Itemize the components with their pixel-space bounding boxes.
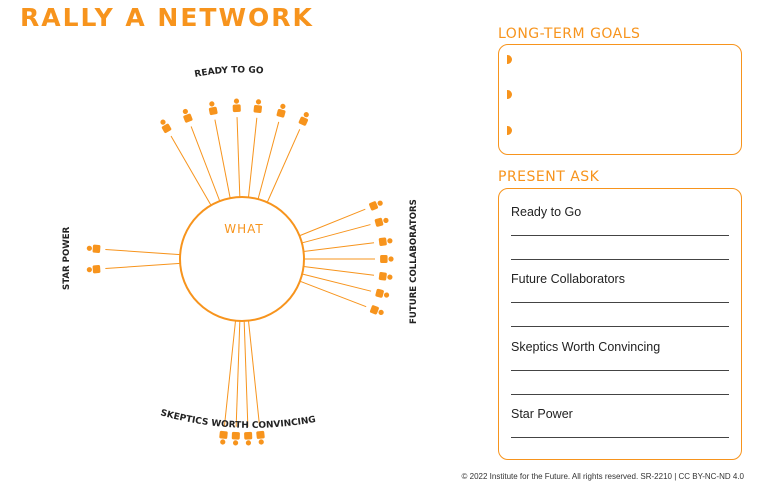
long-term-goals-box[interactable]	[498, 44, 742, 155]
answer-line	[511, 259, 729, 260]
connector-line	[299, 280, 367, 308]
ready-to-go-person-icon	[160, 119, 172, 134]
connector-lines	[105, 117, 375, 427]
center-circle	[179, 196, 305, 322]
ask-item-skeptics[interactable]: Skeptics Worth Convincing	[511, 340, 729, 395]
copyright-footer: © 2022 Institute for the Future. All rig…	[461, 472, 744, 481]
ask-item-label: Star Power	[511, 407, 573, 421]
star-power-person-icon	[86, 244, 101, 253]
people-icons	[86, 98, 394, 446]
skeptic-person-icon	[256, 430, 265, 445]
goal-bullet-icon	[507, 126, 512, 135]
connector-line	[247, 320, 261, 427]
connector-line	[235, 320, 241, 427]
answer-line	[511, 326, 729, 327]
ask-item-future-collaborators[interactable]: Future Collaborators	[511, 272, 729, 327]
group-label-star-power: STAR POWER	[62, 226, 72, 290]
connector-line	[214, 119, 231, 199]
connector-line	[266, 129, 301, 203]
connector-line	[170, 135, 212, 206]
future-collaborator-person-icon	[369, 200, 383, 211]
answer-line	[511, 302, 729, 303]
ready-to-go-person-icon	[232, 98, 241, 113]
ask-item-label: Skeptics Worth Convincing	[511, 340, 661, 354]
future-collaborator-person-icon	[375, 288, 390, 298]
center-label: WHAT	[224, 222, 264, 236]
star-power-person-icon	[86, 265, 101, 274]
skeptic-person-icon	[231, 431, 240, 446]
ready-to-go-person-icon	[208, 101, 218, 116]
group-label-skeptics: SKEPTICS WORTH CONVINCING	[159, 408, 316, 431]
goal-bullet-icon	[507, 90, 512, 99]
connector-line	[236, 117, 241, 198]
connector-line	[303, 266, 375, 276]
answer-line	[511, 394, 729, 395]
group-label-future-collaborators: FUTURE COLLABORATORS	[409, 199, 419, 324]
ready-to-go-person-icon	[182, 108, 193, 123]
connector-line	[243, 320, 249, 427]
goal-bullet-icon	[507, 55, 512, 64]
skeptic-person-icon	[244, 431, 253, 446]
future-collaborator-person-icon	[378, 272, 393, 281]
ask-item-ready-to-go[interactable]: Ready to Go	[511, 205, 729, 260]
ready-to-go-person-icon	[298, 112, 309, 126]
ask-item-star-power[interactable]: Star Power	[511, 407, 729, 438]
ready-to-go-person-icon	[276, 103, 286, 118]
connector-line	[223, 320, 237, 427]
connector-line	[301, 224, 371, 244]
answer-line	[511, 437, 729, 438]
connector-line	[302, 273, 372, 292]
future-collaborator-person-icon	[380, 255, 394, 263]
present-ask-box: Ready to Go Future Collaborators Skeptic…	[498, 188, 742, 460]
ready-to-go-person-icon	[253, 99, 262, 113]
present-ask-label: PRESENT ASK	[498, 169, 600, 185]
ask-item-label: Future Collaborators	[511, 272, 625, 286]
ask-item-label: Ready to Go	[511, 205, 582, 219]
future-collaborator-person-icon	[369, 305, 384, 315]
future-collaborator-person-icon	[378, 237, 393, 246]
skeptic-person-icon	[219, 430, 228, 445]
connector-line	[105, 262, 181, 270]
answer-line	[511, 370, 729, 371]
group-label-ready-to-go: READY TO GO	[194, 65, 264, 79]
future-collaborator-person-icon	[374, 217, 389, 227]
network-diagram: WHAT READY TO GO SKEPTICS WORTH CONVINCI…	[62, 65, 419, 446]
connector-line	[299, 208, 366, 237]
connector-line	[303, 242, 375, 252]
connector-line	[105, 248, 181, 256]
long-term-goals-label: LONG-TERM GOALS	[498, 26, 641, 42]
connector-line	[257, 121, 280, 200]
connector-line	[247, 117, 258, 198]
connector-line	[190, 126, 221, 202]
page-title: RALLY A NETWORK	[20, 3, 314, 32]
answer-line	[511, 235, 729, 236]
